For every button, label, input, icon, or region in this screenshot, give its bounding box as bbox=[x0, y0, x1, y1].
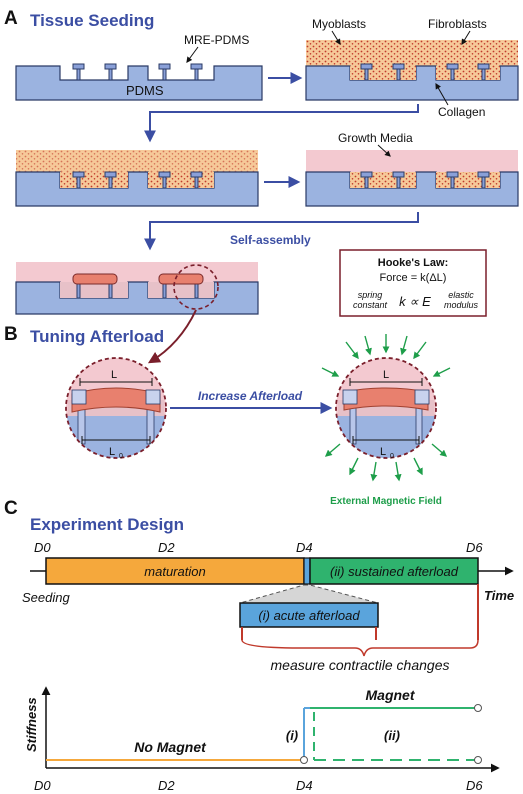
panel-c-title: Experiment Design bbox=[30, 515, 184, 534]
label-measure: measure contractile changes bbox=[271, 657, 450, 673]
tick-bottom-D0: D0 bbox=[34, 778, 51, 793]
label-L0-right: L bbox=[380, 446, 386, 458]
tick-top-D0: D0 bbox=[34, 540, 51, 555]
label-seeding: Seeding bbox=[22, 590, 70, 605]
tick-top-D6: D6 bbox=[466, 540, 483, 555]
well-step3 bbox=[15, 150, 259, 207]
tick-bottom-D6: D6 bbox=[466, 778, 483, 793]
label-maturation: maturation bbox=[144, 564, 205, 579]
magnetic-field-arrows bbox=[321, 334, 451, 482]
mre-pdms-posts bbox=[72, 63, 203, 81]
hooke-law-box bbox=[339, 249, 487, 317]
hooke-modulus: modulus bbox=[444, 300, 479, 310]
well-step5 bbox=[15, 262, 259, 315]
hooke-spring: spring bbox=[358, 290, 383, 300]
label-time: Time bbox=[484, 588, 514, 603]
tick-top-D4: D4 bbox=[296, 540, 313, 555]
hooke-title: Hooke's Law: bbox=[378, 257, 448, 269]
label-fibroblasts: Fibroblasts bbox=[428, 17, 487, 31]
label-acute: (i) acute afterload bbox=[258, 608, 360, 623]
well-step2 bbox=[305, 40, 519, 101]
label-no-magnet: No Magnet bbox=[134, 739, 207, 755]
zoom-circle-left bbox=[65, 357, 167, 459]
bar-acute-slice bbox=[303, 557, 311, 585]
label-L0-right-sub: 0 bbox=[390, 453, 394, 460]
plot-ylabel: Stiffness bbox=[24, 697, 39, 752]
label-L0-left-sub: 0 bbox=[119, 453, 123, 460]
tick-top-D2: D2 bbox=[158, 540, 175, 555]
label-myoblasts: Myoblasts bbox=[312, 17, 366, 31]
label-external-field: External Magnetic Field bbox=[330, 496, 442, 507]
box-acute-afterload bbox=[239, 602, 379, 628]
hooke-force: Force = k(ΔL) bbox=[380, 272, 447, 284]
zoom-circle-right bbox=[335, 357, 437, 459]
label-increase-afterload: Increase Afterload bbox=[198, 389, 303, 403]
hooke-elastic: elastic bbox=[448, 290, 474, 300]
label-magnet: Magnet bbox=[366, 687, 416, 703]
label-ii: (ii) bbox=[384, 728, 400, 743]
label-L0-left: L bbox=[109, 446, 115, 458]
bar-maturation bbox=[45, 557, 305, 585]
tick-bottom-D4: D4 bbox=[296, 778, 313, 793]
label-sustained: (ii) sustained afterload bbox=[330, 564, 459, 579]
acute-callout bbox=[239, 584, 379, 604]
panel-b-title: Tuning Afterload bbox=[30, 327, 164, 346]
well-step1 bbox=[15, 63, 263, 101]
label-growth-media: Growth Media bbox=[338, 131, 413, 145]
tick-bottom-D2: D2 bbox=[158, 778, 175, 793]
label-L-right: L bbox=[383, 369, 389, 381]
stiffness-plot bbox=[41, 686, 500, 773]
bar-sustained bbox=[309, 557, 479, 585]
panel-c-letter: C bbox=[4, 498, 18, 519]
well-step4 bbox=[305, 150, 519, 207]
label-collagen: Collagen bbox=[438, 105, 485, 119]
hooke-constant: constant bbox=[353, 300, 388, 310]
label-pdms: PDMS bbox=[126, 83, 164, 98]
panel-b-letter: B bbox=[4, 324, 18, 345]
measure-bracket bbox=[241, 639, 479, 657]
hooke-relation: k ∝ E bbox=[399, 294, 431, 309]
label-i: (i) bbox=[286, 728, 298, 743]
label-self-assembly: Self-assembly bbox=[230, 233, 311, 247]
panel-a-letter: A bbox=[4, 8, 18, 29]
label-mre-pdms: MRE-PDMS bbox=[184, 33, 249, 47]
panel-a-title: Tissue Seeding bbox=[30, 11, 154, 30]
label-L-left: L bbox=[111, 369, 117, 381]
